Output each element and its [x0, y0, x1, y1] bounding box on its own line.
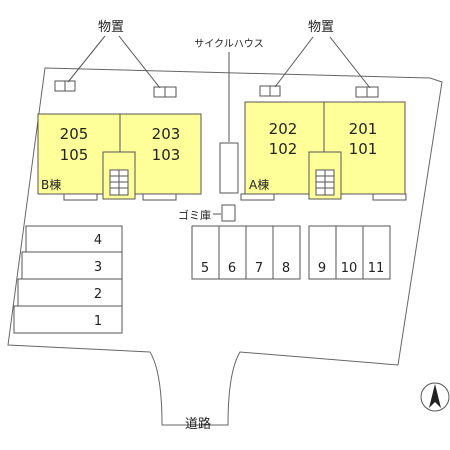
room-102: 102	[269, 140, 298, 158]
building-b-name: B棟	[41, 177, 61, 192]
parking-space-7: 7	[255, 261, 263, 276]
parking-space-8: 8	[282, 261, 290, 276]
storage-label-left: 物置	[98, 20, 124, 35]
parking-space-2: 2	[94, 287, 102, 302]
storage-label-right: 物置	[308, 20, 334, 35]
room-203: 203	[152, 125, 181, 143]
trash-label: ゴミ庫	[178, 208, 211, 222]
parking-left-stack	[13, 225, 123, 334]
building-b	[37, 113, 202, 201]
parking-space-10: 10	[341, 261, 358, 276]
parking-space-3: 3	[94, 260, 102, 275]
building-a-name: A棟	[249, 177, 269, 192]
room-201: 201	[349, 120, 378, 138]
parking-space-11: 11	[368, 261, 385, 276]
storage-sheds-right	[259, 85, 379, 98]
road-label: 道路	[185, 416, 211, 432]
room-202: 202	[269, 120, 298, 138]
storage-sheds-left	[54, 80, 177, 98]
parking-middle-row	[191, 225, 301, 280]
storage-pointer-lines	[67, 35, 371, 89]
room-205: 205	[60, 125, 89, 143]
cycle-house	[219, 142, 239, 194]
trash-box	[221, 204, 236, 222]
parking-space-4: 4	[94, 233, 102, 248]
room-101: 101	[349, 140, 378, 158]
parking-space-1: 1	[94, 314, 102, 329]
north-arrow-icon	[420, 382, 450, 412]
room-105: 105	[60, 146, 89, 164]
parking-space-9: 9	[318, 261, 326, 276]
cycle-house-label: サイクルハウス	[194, 38, 264, 50]
parking-right-row	[308, 225, 391, 280]
room-103: 103	[152, 146, 181, 164]
parking-space-5: 5	[201, 261, 209, 276]
building-a	[240, 101, 407, 201]
parking-space-6: 6	[228, 261, 236, 276]
